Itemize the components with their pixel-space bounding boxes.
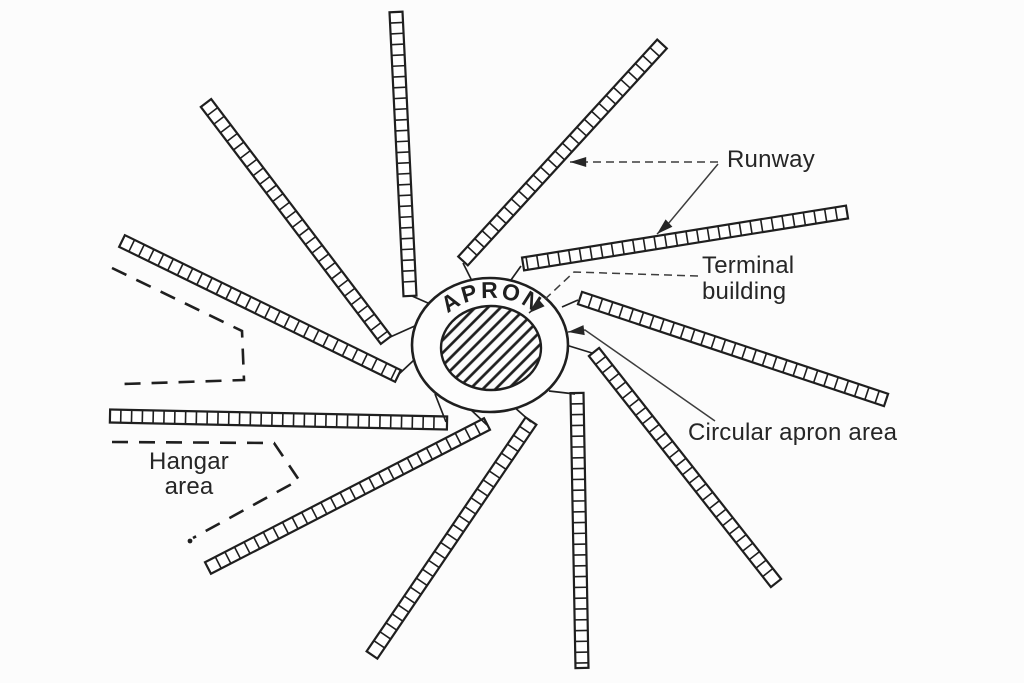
runway-strip-south [569, 391, 590, 670]
runway-strip-east-lower [576, 290, 890, 408]
hangar-boundary-dot [187, 538, 193, 544]
runway-connector [387, 324, 418, 339]
terminal-building-circle [439, 304, 543, 392]
runway-connector [565, 344, 593, 354]
runway-strip-southwest [203, 416, 492, 576]
hangar-boundary-dashed [111, 440, 301, 540]
runway-strip-west [108, 408, 449, 431]
runway-connector [561, 299, 579, 308]
runway-strip-east-upper [520, 204, 850, 272]
runway-strip-northeast [456, 38, 669, 267]
runways-group [108, 10, 890, 670]
hangar-boundary-group [111, 266, 301, 544]
label-runway: Runway [727, 146, 815, 173]
runway-strip-south-southwest [365, 415, 538, 661]
runway-connector [434, 393, 447, 423]
runway-strip-northwest-steep [199, 97, 393, 346]
arrowhead-runway-lower [657, 219, 673, 234]
runway-connector [548, 390, 576, 395]
runway-connector [398, 359, 415, 375]
leader-lines-group [528, 157, 719, 422]
runway-strip-north [388, 10, 418, 298]
arrowhead-circular-apron [568, 325, 585, 336]
label-hangar-area: Hangar area [149, 448, 229, 500]
label-terminal-building: Terminal building [702, 252, 795, 305]
hangar-boundary-dashed [111, 266, 246, 386]
runway-strip-west-upper [117, 233, 403, 384]
label-circular-apron-area: Circular apron area [688, 419, 898, 446]
arrowhead-runway-upper [570, 157, 587, 167]
arrowhead-terminal-building [529, 298, 545, 313]
runway-strip-southeast [587, 346, 783, 589]
